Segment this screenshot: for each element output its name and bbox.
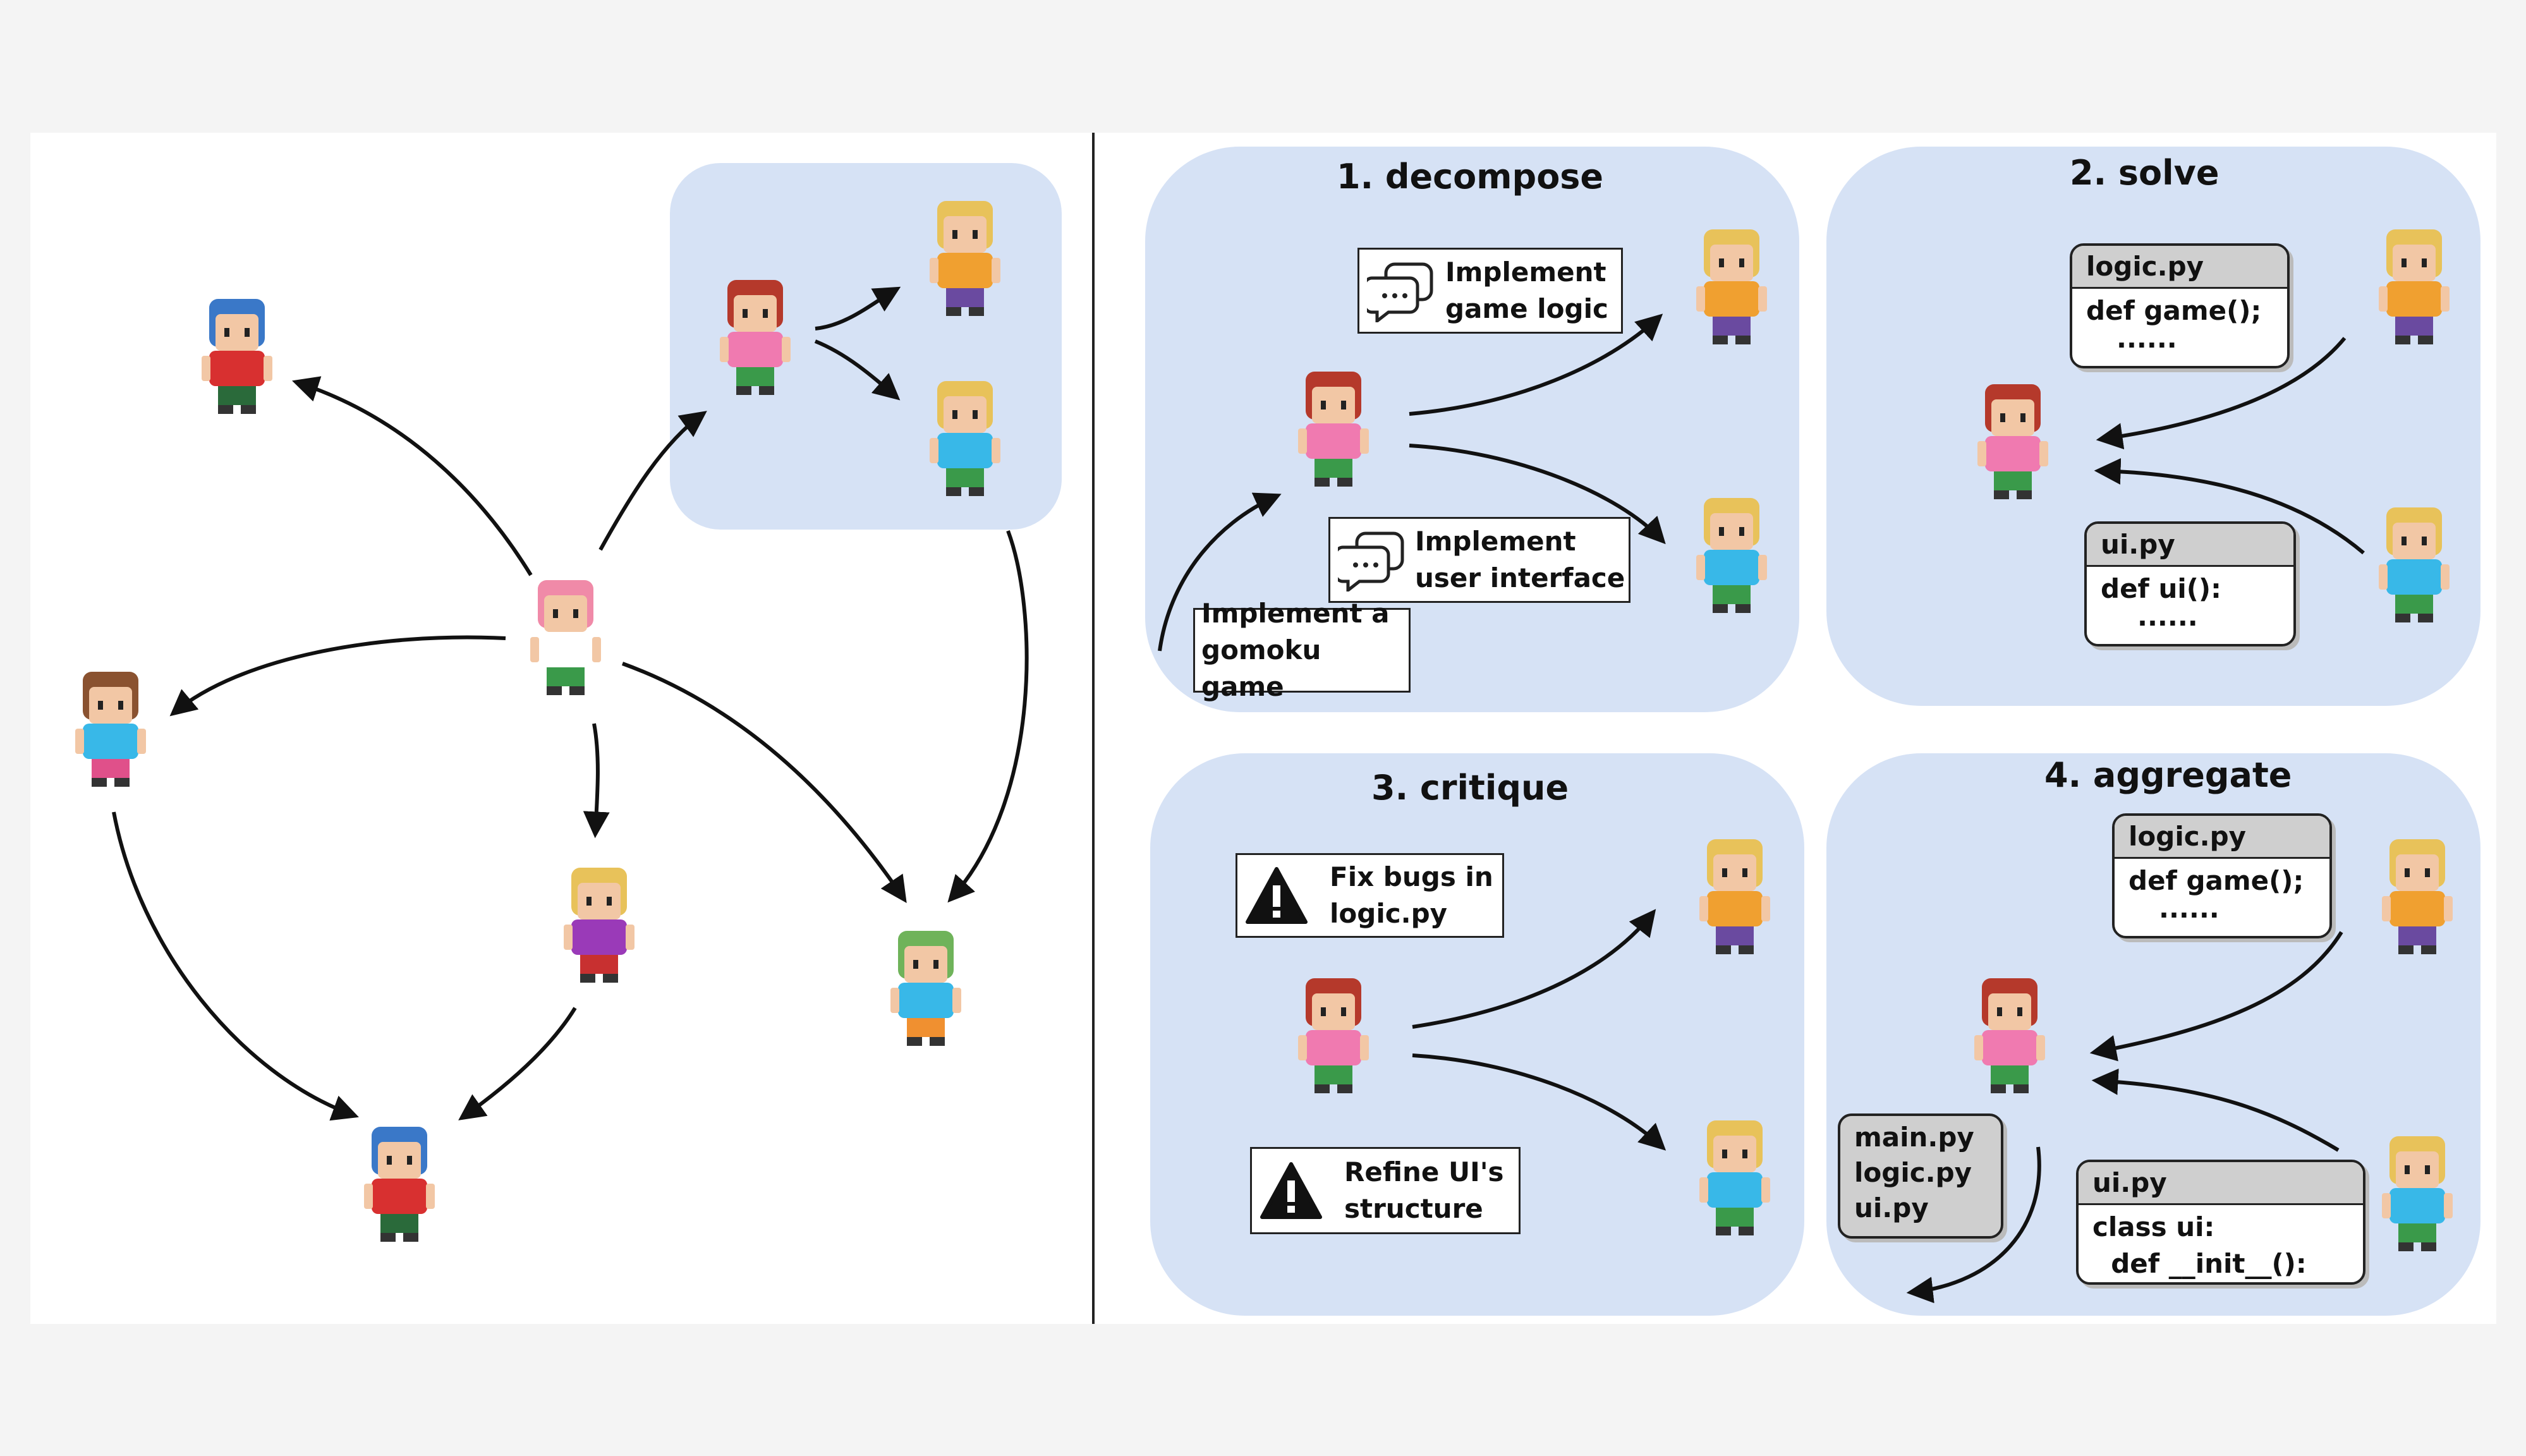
critique-ui: Refine UI's structure: [1250, 1147, 1521, 1234]
task-gomoku: Implement a gomoku game: [1193, 598, 1411, 702]
critique-edges: [1412, 909, 1667, 1151]
solve-ui-file: ui.py def ui(): ......: [2084, 521, 2296, 646]
task-user-interface-line2: user interface: [1415, 562, 1625, 593]
aggregate-logic-line1: def game();: [2128, 865, 2304, 896]
speech-bubble-icon: [1338, 531, 1404, 592]
title-aggregate: 4. aggregate: [2044, 755, 2292, 795]
aggregate-ui-line2: def __init__():: [2092, 1248, 2307, 1279]
aggregate-ui-line1: class ui:: [2092, 1211, 2215, 1242]
aggregate-logic-filename: logic.py: [2115, 816, 2329, 859]
aggregate-logic-file: logic.py def game(); ......: [2112, 813, 2332, 938]
aggregate-ui-filename: ui.py: [2079, 1162, 2363, 1205]
critique-ui-line1: Refine UI's: [1344, 1156, 1504, 1187]
aggregate-logic-line2: ......: [2159, 893, 2219, 924]
aggregate-file-main: main.py: [1854, 1122, 1974, 1153]
panel-decompose: [1145, 147, 1799, 712]
network-edges: [112, 286, 1029, 1121]
task-gomoku-line1: Implement a: [1201, 598, 1390, 629]
aggregate-file-logic: logic.py: [1854, 1157, 1972, 1188]
solve-edges: [2094, 337, 2365, 555]
task-game-logic: Implement game logic: [1357, 248, 1623, 334]
critique-logic-line1: Fix bugs in: [1330, 861, 1493, 892]
task-game-logic-line1: Implement: [1445, 257, 1606, 288]
task-game-logic-line2: game logic: [1445, 293, 1608, 324]
aggregate-edges: [1906, 931, 2343, 1304]
task-gomoku-line2: gomoku game: [1201, 634, 1321, 702]
solve-logic-filename: logic.py: [2072, 246, 2287, 289]
solve-ui-filename: ui.py: [2087, 524, 2293, 567]
solve-logic-file: logic.py def game(); ......: [2070, 243, 2290, 368]
solve-logic-line2: ......: [2116, 323, 2177, 354]
aggregate-ui-file: ui.py class ui: def __init__():: [2076, 1160, 2365, 1285]
aggregate-file-ui: ui.py: [1854, 1192, 1929, 1223]
title-critique: 3. critique: [1371, 768, 1569, 808]
title-solve: 2. solve: [2070, 153, 2219, 193]
decompose-edges: [1158, 313, 1666, 652]
warning-icon: [1246, 867, 1308, 924]
critique-logic-line2: logic.py: [1330, 898, 1448, 929]
title-decompose: 1. decompose: [1337, 157, 1604, 197]
speech-bubble-icon: [1367, 262, 1433, 322]
solve-ui-line1: def ui():: [2101, 573, 2221, 604]
task-user-interface: Implement user interface: [1328, 517, 1630, 603]
aggregate-files: main.py logic.py ui.py: [1838, 1113, 2003, 1239]
task-user-interface-line1: Implement: [1415, 526, 1576, 557]
warning-icon: [1260, 1162, 1322, 1219]
panel-solve: [1826, 147, 2480, 706]
critique-ui-line2: structure: [1344, 1193, 1483, 1224]
solve-ui-line2: ......: [2137, 601, 2198, 632]
solve-logic-line1: def game();: [2086, 295, 2262, 326]
critique-logic: Fix bugs in logic.py: [1236, 853, 1504, 938]
